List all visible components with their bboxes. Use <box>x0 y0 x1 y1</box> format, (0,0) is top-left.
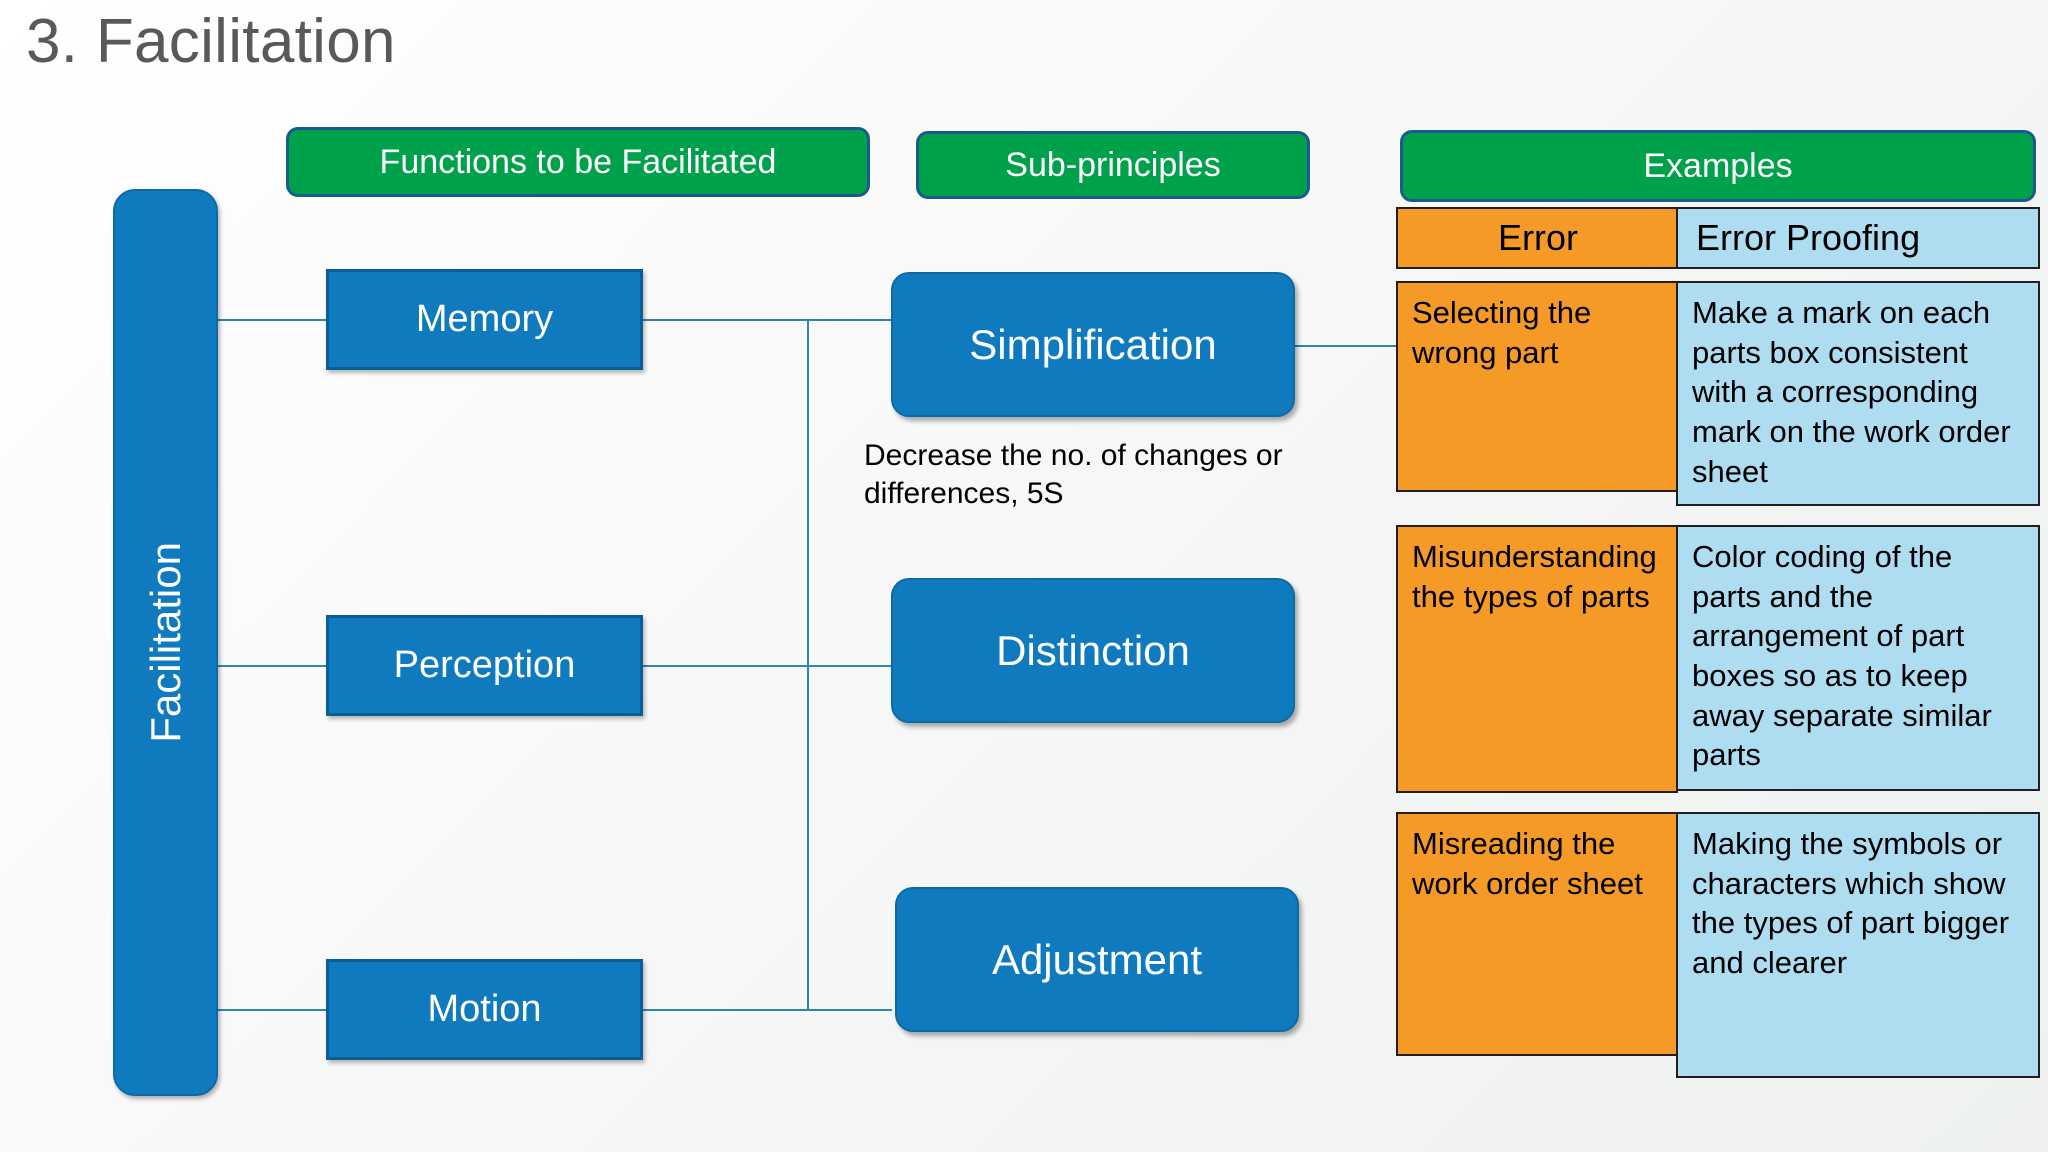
connector-simplification-to-examples <box>1295 345 1400 347</box>
subprinciple-simplification-caption: Decrease the no. of changes or differenc… <box>864 439 1283 510</box>
subprinciple-node-distinction[interactable]: Distinction <box>891 578 1295 723</box>
table-row: Color coding of the parts and the arrang… <box>1676 525 2040 791</box>
header-functions-label: Functions to be Facilitated <box>379 142 777 181</box>
examples-column-header-error-label: Error <box>1498 216 1578 258</box>
root-node-label: Facilitation <box>141 542 189 743</box>
connector-motion-to-spine <box>640 1009 808 1011</box>
subprinciple-distinction-label: Distinction <box>996 626 1190 674</box>
example-error-3: Misreading the work order sheet <box>1412 826 1643 901</box>
table-row: Make a mark on each parts box consistent… <box>1676 281 2040 506</box>
subprinciple-node-adjustment[interactable]: Adjustment <box>895 887 1299 1032</box>
table-row: Making the symbols or characters which s… <box>1676 812 2040 1078</box>
header-functions: Functions to be Facilitated <box>286 127 870 197</box>
function-memory-label: Memory <box>415 298 554 340</box>
function-node-memory[interactable]: Memory <box>326 269 643 370</box>
function-node-perception[interactable]: Perception <box>326 615 643 716</box>
function-motion-label: Motion <box>427 988 542 1030</box>
connector-spine-to-adjustment <box>807 1009 892 1011</box>
connector-spine-to-simplification <box>807 319 892 321</box>
subprinciple-simplification-label: Simplification <box>969 320 1217 368</box>
connector-spine-to-distinction <box>807 665 892 667</box>
table-row: Misreading the work order sheet <box>1396 812 1678 1056</box>
header-examples: Examples <box>1400 130 2036 202</box>
function-perception-label: Perception <box>393 644 576 686</box>
examples-column-header-proofing: Error Proofing <box>1676 207 2040 269</box>
header-subprinciples: Sub-principles <box>916 131 1310 199</box>
header-subprinciples-label: Sub-principles <box>1005 145 1221 184</box>
table-row: Selecting the wrong part <box>1396 281 1678 492</box>
connector-root-to-perception <box>218 665 328 667</box>
function-node-motion[interactable]: Motion <box>326 959 643 1060</box>
header-examples-label: Examples <box>1643 146 1793 185</box>
subprinciple-node-simplification[interactable]: Simplification <box>891 272 1295 417</box>
connector-root-to-memory <box>218 319 328 321</box>
connector-root-to-motion <box>218 1009 328 1011</box>
examples-column-header-error: Error <box>1396 207 1678 269</box>
example-error-2: Misunderstanding the types of parts <box>1412 539 1657 614</box>
example-error-1: Selecting the wrong part <box>1412 295 1592 370</box>
root-node-facilitation[interactable]: Facilitation <box>113 189 218 1096</box>
examples-column-header-proofing-label: Error Proofing <box>1696 216 1921 258</box>
subprinciple-adjustment-label: Adjustment <box>991 935 1203 983</box>
connector-memory-to-spine <box>640 319 808 321</box>
example-proofing-2: Color coding of the parts and the arrang… <box>1692 539 1992 773</box>
connector-perception-to-spine <box>640 665 808 667</box>
example-proofing-1: Make a mark on each parts box consistent… <box>1692 295 2011 489</box>
page-title: 3. Facilitation <box>26 7 396 76</box>
table-row: Misunderstanding the types of parts <box>1396 525 1678 793</box>
example-proofing-3: Making the symbols or characters which s… <box>1692 826 2010 981</box>
